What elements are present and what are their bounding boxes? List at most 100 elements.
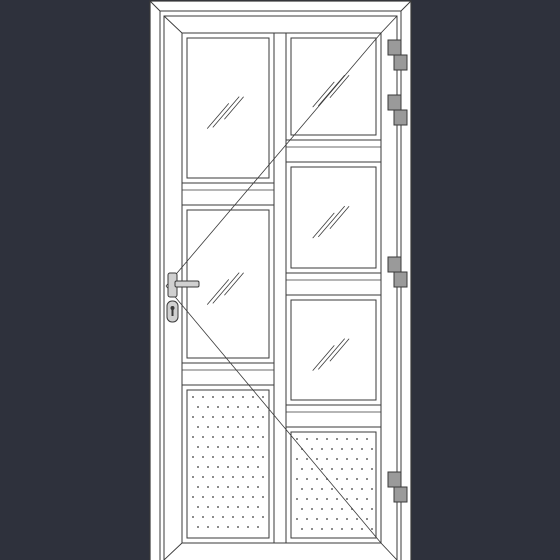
infill-panel-left-dot [232,496,234,498]
infill-panel-left-dot [197,486,199,488]
infill-panel-left-dot [202,496,204,498]
infill-panel-right-dot [321,468,323,470]
infill-panel-right-dot [356,478,358,480]
infill-panel-right-dot [331,488,333,490]
infill-panel-left-dot [212,416,214,418]
glass-pane-left-2 [186,209,270,359]
infill-panel-right-dot [336,458,338,460]
infill-panel-right-dot [326,498,328,500]
infill-panel-right-dot [346,458,348,460]
infill-panel-left-dot [222,496,224,498]
infill-panel-left-dot [217,446,219,448]
infill-panel-left-dot [262,456,264,458]
infill-panel-right-dot [356,458,358,460]
infill-panel-left-dot [207,486,209,488]
infill-panel-right-dot [341,528,343,530]
glass-pane-right-2 [290,166,377,269]
infill-panel-left-dot [197,506,199,508]
infill-panel-left-dot [257,406,259,408]
infill-panel-right-dot [306,518,308,520]
infill-panel-right-dot [331,508,333,510]
infill-panel-left-dot [252,416,254,418]
infill-panel-left-dot [262,476,264,478]
infill-panel-left-dot [247,526,249,528]
infill-panel-left-dot [222,476,224,478]
infill-panel-left-dot [192,396,194,398]
infill-panel-left-dot [202,516,204,518]
infill-panel-left-dot [247,466,249,468]
infill-panel-left-dot [247,446,249,448]
infill-panel-right-dot [371,448,373,450]
infill-panel-left-dot [252,396,254,398]
infill-panel-left-dot [232,436,234,438]
infill-panel-left-dot [242,476,244,478]
infill-panel-left-dot [222,456,224,458]
infill-panel-right-dot [306,438,308,440]
infill-panel-left-dot [242,496,244,498]
infill-panel-left-dot [232,416,234,418]
infill-panel-left-dot [192,476,194,478]
infill-panel-left-dot [192,416,194,418]
infill-panel-right-dot [296,478,298,480]
infill-panel-left-dot [237,406,239,408]
glass-pane-right-3-reflection-3 [329,338,350,362]
infill-panel-left-dot [207,526,209,528]
infill-panel-left-dot [212,516,214,518]
infill-panel-left-dot [257,446,259,448]
infill-panel-right-dot [356,498,358,500]
infill-panel-left-dot [262,496,264,498]
infill-panel-left-dot [192,516,194,518]
glass-pane-left-1-reflection-2 [212,96,240,128]
hinge-leaf-top-3 [387,256,402,273]
infill-panel-left-dot [192,496,194,498]
infill-panel-left-dot [212,456,214,458]
glass-pane-right-2-reflection-3 [329,206,350,229]
infill-panel-right-dot [366,518,368,520]
infill-panel-right-dot [331,468,333,470]
infill-panel-left-dot [242,396,244,398]
infill-panel-left-dot [212,476,214,478]
infill-panel-right-dot [341,488,343,490]
glass-pane-right-1 [290,37,377,136]
infill-panel-left-dot [227,446,229,448]
hinges-group [387,39,408,503]
infill-panel-left-dot [217,406,219,408]
infill-panel-left-dot [217,466,219,468]
infill-panel-right-dot [311,508,313,510]
infill-panel-left-dot [222,436,224,438]
infill-panel-left-dot [212,396,214,398]
infill-panel-right-dot [326,518,328,520]
infill-panel-left-dot [202,476,204,478]
infill-panel-left-dot [207,506,209,508]
infill-panel-left-dot [257,526,259,528]
transom-bar-5 [285,404,382,428]
sash-miter-top-right [380,15,398,34]
infill-panel-right-dot [326,458,328,460]
glass-pane-right-3-reflection-1 [312,345,335,371]
infill-panel-right-dot [346,478,348,480]
door-handle [166,272,200,323]
infill-panel-left-dot [222,516,224,518]
infill-panel-right-dot [306,498,308,500]
infill-panel-left-dot [197,466,199,468]
infill-panel-left-dot [237,506,239,508]
panes-group [181,32,382,544]
infill-panel-right-dot [311,528,313,530]
central-mullion [273,32,287,544]
infill-panel-left-dot [252,516,254,518]
infill-panel-left-dot [257,426,259,428]
glass-pane-right-3 [290,299,377,401]
infill-panel-left-dot [227,406,229,408]
hinge-leaf-bottom-3 [393,271,408,288]
infill-panel-right-dot [346,498,348,500]
infill-panel-left-dot [227,466,229,468]
infill-panel-left-dot [237,446,239,448]
infill-panel-left-dot [197,446,199,448]
glass-pane-left-1-reflection-1 [206,103,230,129]
infill-panel-left-dot [202,396,204,398]
infill-panel-left-dot [202,456,204,458]
hinge-leaf-bottom-2 [393,109,408,126]
glass-pane-left-1-reflection-3 [224,96,244,120]
infill-panel-left-dot [227,526,229,528]
